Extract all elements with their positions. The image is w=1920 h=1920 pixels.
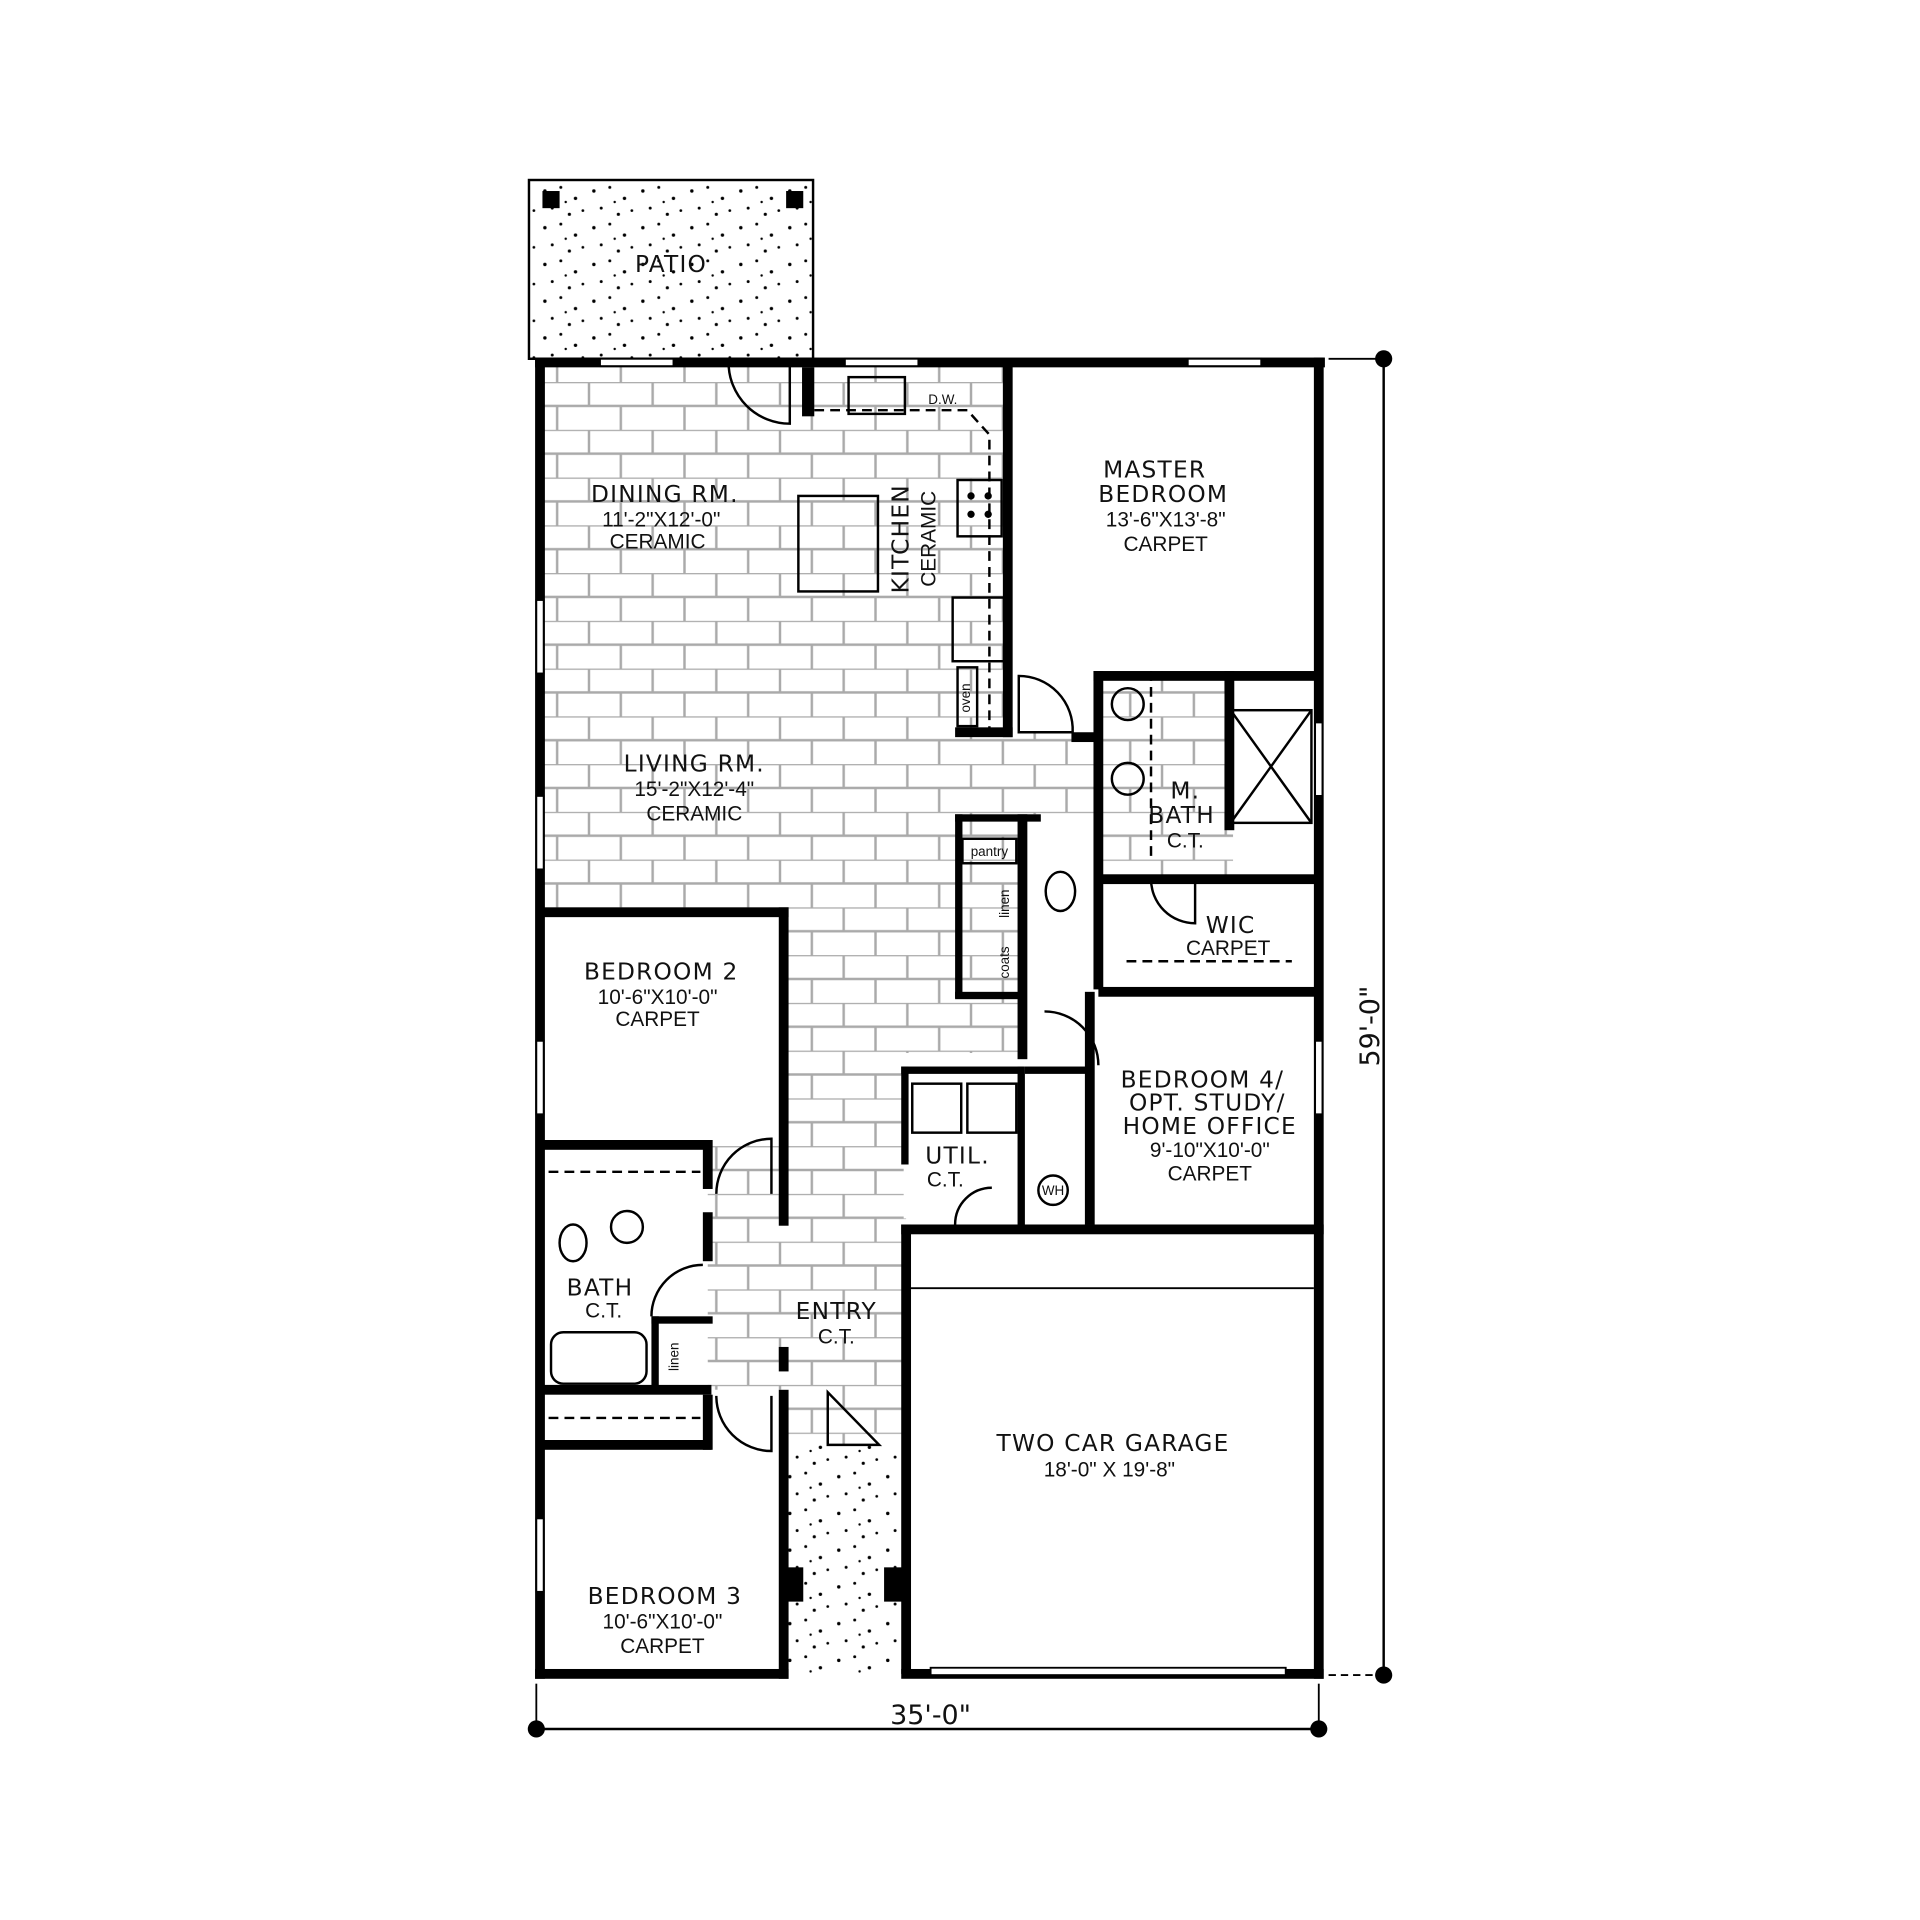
kitchen-name: KITCHEN [888, 484, 915, 593]
sink-icon [1110, 761, 1145, 796]
bedroom-2-size: 10'-6"X10'-0" [598, 986, 718, 1009]
patio: PATIO [527, 178, 815, 360]
master-bedroom-floor: CARPET [1124, 533, 1209, 556]
garage-size: 18'-0" X 19'-8" [1044, 1459, 1175, 1482]
sink-icon [1110, 686, 1145, 722]
entry-name: ENTRY [796, 1298, 877, 1325]
dining-room-name: DINING RM. [591, 481, 739, 508]
sink-icon [847, 375, 907, 416]
toilet-icon [1044, 870, 1077, 913]
kitchen-island [797, 494, 880, 593]
wic-floor: CARPET [1186, 937, 1271, 960]
doors [650, 362, 1197, 1453]
range-icon [956, 478, 1003, 538]
linen-label: linen [997, 889, 1012, 917]
pantry-label: pantry [971, 844, 1009, 859]
utility-floor: C.T. [927, 1169, 964, 1192]
kitchen-floor: CERAMIC [918, 491, 941, 587]
sink-icon [609, 1209, 645, 1245]
living-room-name: LIVING RM. [624, 750, 765, 777]
walls [535, 357, 1325, 1679]
bath-name: BATH [567, 1275, 634, 1302]
utility-name: UTIL. [925, 1142, 990, 1169]
garage-name: TWO CAR GARAGE [996, 1430, 1230, 1457]
bedroom-4-floor: CARPET [1168, 1162, 1253, 1185]
toilet-icon [558, 1223, 588, 1263]
windows [535, 357, 1324, 1677]
master-bath-floor: C.T. [1167, 829, 1204, 852]
tile-floor [540, 362, 1234, 1445]
oven-label: oven [958, 683, 973, 712]
bedroom-3-floor: CARPET [620, 1635, 705, 1658]
living-room-size: 15'-2"X12'-4" [634, 778, 754, 801]
closets: pantry linen coats WH linen [548, 671, 1313, 1420]
coats-label: coats [997, 946, 1012, 978]
master-bath-name-2: BATH [1148, 802, 1215, 829]
shower-icon [1229, 708, 1313, 825]
master-bedroom-name: MASTER [1103, 457, 1206, 484]
master-bedroom-size: 13'-6"X13'-8" [1106, 509, 1226, 532]
master-bedroom-name-2: BEDROOM [1098, 481, 1228, 508]
dishwasher-label: D.W. [928, 392, 957, 407]
water-heater-label: WH [1042, 1183, 1064, 1198]
bedroom-2-floor: CARPET [615, 1008, 700, 1031]
living-room-floor: CERAMIC [646, 802, 742, 825]
bath-linen-label: linen [666, 1343, 681, 1371]
width-dimension-label: 35'-0" [890, 1700, 971, 1731]
entry-floor: C.T. [818, 1325, 855, 1348]
dining-room-floor: CERAMIC [610, 531, 706, 554]
front-porch [786, 1444, 904, 1674]
bedroom-4-name-3: HOME OFFICE [1123, 1113, 1297, 1140]
bedroom-3-size: 10'-6"X10'-0" [603, 1611, 723, 1634]
washer-icon [911, 1082, 963, 1134]
master-bath-name: M. [1170, 777, 1200, 804]
dryer-icon [966, 1082, 1018, 1134]
bedroom-2-name: BEDROOM 2 [584, 959, 739, 986]
dining-room-size: 11'-2"X12'-0" [602, 509, 720, 532]
bath-floor: C.T. [585, 1300, 622, 1323]
room-labels: DINING RM. 11'-2"X12'-0" CERAMIC KITCHEN… [567, 457, 1297, 1659]
bedroom-4-name-2: OPT. STUDY/ [1129, 1090, 1286, 1117]
bedroom-3-name: BEDROOM 3 [588, 1583, 743, 1610]
patio-label: PATIO [635, 251, 707, 278]
wic-name: WIC [1206, 912, 1256, 939]
dimension-depth: 59'-0" [1328, 350, 1393, 1684]
kitchen-fixtures: D.W. oven [797, 367, 1006, 729]
depth-dimension-label: 59'-0" [1355, 986, 1386, 1067]
water-heater-icon [1037, 1174, 1069, 1207]
dimension-width: 35'-0" [527, 1683, 1328, 1738]
bathtub-icon [549, 1331, 648, 1385]
bedroom-4-size: 9'-10"X10'-0" [1150, 1139, 1270, 1162]
bedroom-4-name: BEDROOM 4/ [1121, 1066, 1285, 1093]
